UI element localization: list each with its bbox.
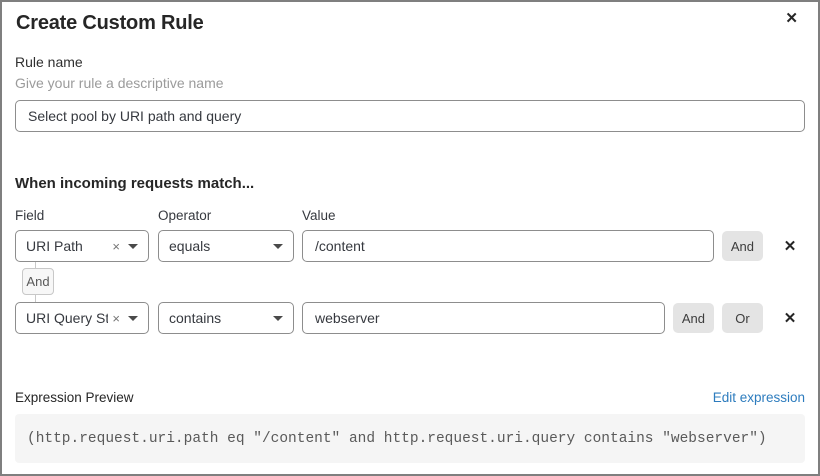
and-button[interactable]: And xyxy=(721,231,763,261)
value-column-label: Value xyxy=(302,208,336,223)
expression-preview-label: Expression Preview xyxy=(15,390,134,405)
chevron-down-icon xyxy=(273,315,283,321)
operator-select-value: equals xyxy=(169,238,211,254)
and-button[interactable]: And xyxy=(672,303,714,333)
or-button[interactable]: Or xyxy=(722,303,763,333)
rule-name-section: Rule name Give your rule a descriptive n… xyxy=(15,54,805,132)
clear-field-icon[interactable]: × xyxy=(112,310,120,326)
expression-section: Expression Preview Edit expression (http… xyxy=(15,389,805,463)
joiner-line xyxy=(35,295,36,302)
chevron-down-icon xyxy=(273,243,283,249)
remove-condition-icon[interactable]: ✕ xyxy=(775,303,805,333)
chevron-down-icon xyxy=(128,315,138,321)
operator-select[interactable]: contains xyxy=(158,302,294,334)
rule-name-helper: Give your rule a descriptive name xyxy=(15,75,224,91)
operator-select-value: contains xyxy=(169,310,222,326)
expression-header: Expression Preview Edit expression xyxy=(15,389,805,406)
joiner-line xyxy=(35,262,36,268)
chevron-down-icon xyxy=(128,243,138,249)
operator-select[interactable]: equals xyxy=(158,230,294,262)
clear-field-icon[interactable]: × xyxy=(112,238,120,254)
joiner-and-badge: And xyxy=(22,268,54,295)
field-column-label: Field xyxy=(15,208,45,223)
field-select[interactable]: URI Path × xyxy=(15,230,149,262)
dialog-title: Create Custom Rule xyxy=(16,12,204,34)
close-icon[interactable]: ✕ xyxy=(781,7,802,30)
column-labels: Field Operator Value xyxy=(15,208,805,224)
field-select-value: URI Query St... xyxy=(26,310,109,326)
value-input[interactable] xyxy=(302,302,665,334)
rule-name-input[interactable] xyxy=(15,100,805,132)
edit-expression-link[interactable]: Edit expression xyxy=(712,390,805,405)
matcher-section: When incoming requests match... Field Op… xyxy=(15,175,805,334)
matcher-heading: When incoming requests match... xyxy=(15,175,255,192)
rule-name-label: Rule name xyxy=(15,54,83,70)
value-input[interactable] xyxy=(302,230,714,262)
expression-code: (http.request.uri.path eq "/content" and… xyxy=(15,414,805,463)
condition-row-1: URI Path × equals And ✕ xyxy=(15,230,805,262)
field-select-value: URI Path xyxy=(26,238,83,254)
field-select[interactable]: URI Query St... × xyxy=(15,302,149,334)
condition-row-2: URI Query St... × contains And Or ✕ xyxy=(15,302,805,334)
operator-column-label: Operator xyxy=(158,208,212,223)
remove-condition-icon[interactable]: ✕ xyxy=(775,231,805,261)
condition-joiner: And xyxy=(22,262,805,302)
